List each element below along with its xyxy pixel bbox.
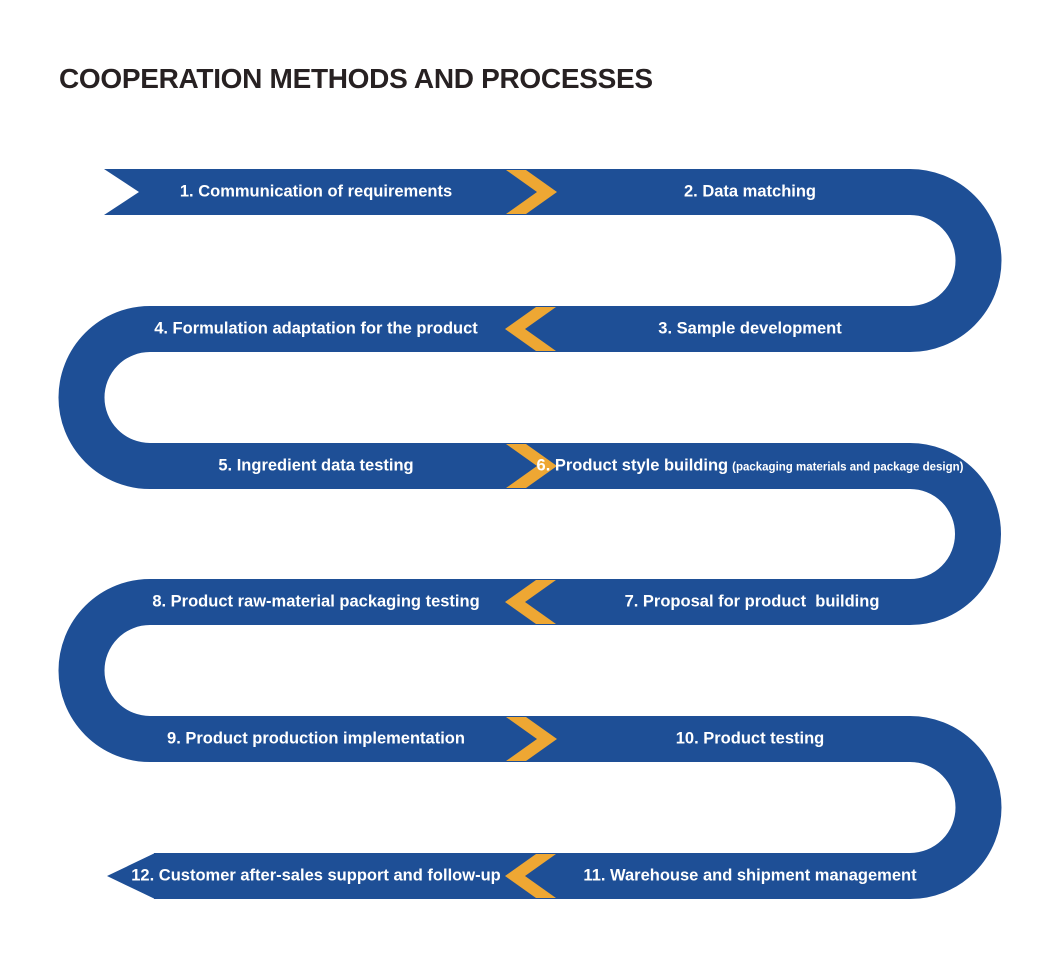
ribbon-end-arrowhead: [107, 853, 155, 899]
step-10-label: 10. Product testing: [675, 729, 825, 748]
step-9-label: 9. Product production implementation: [167, 729, 465, 748]
ribbon-path: [58, 169, 1002, 899]
chevron-left-icon: [505, 854, 556, 898]
chevron-right-icon: [506, 170, 557, 214]
step-2-label: 2. Data matching: [683, 182, 817, 201]
step-8-label: 8. Product raw-material packaging testin…: [152, 592, 480, 611]
page-title: COOPERATION METHODS AND PROCESSES: [59, 63, 653, 94]
step-6-label: 6. Product style building(packaging mate…: [536, 456, 964, 475]
chevron-left-icon: [505, 580, 556, 624]
step-3-label: 3. Sample development: [658, 319, 842, 338]
step-12-label: 12. Customer after-sales support and fol…: [131, 866, 501, 885]
step-5-label: 5. Ingredient data testing: [218, 456, 414, 475]
chevron-right-icon: [506, 444, 557, 488]
ribbon-start-tail: [104, 169, 152, 215]
step-1-label: 1. Communication of requirements: [179, 182, 453, 201]
step-4-label: 4. Formulation adaptation for the produc…: [154, 319, 478, 338]
chevron-right-icon: [506, 717, 557, 761]
chevron-left-icon: [505, 307, 556, 351]
step-7-label: 7. Proposal for product building: [624, 592, 880, 611]
step-11-label: 11. Warehouse and shipment management: [583, 866, 917, 885]
step-6-note: (packaging materials and package design): [732, 461, 964, 474]
